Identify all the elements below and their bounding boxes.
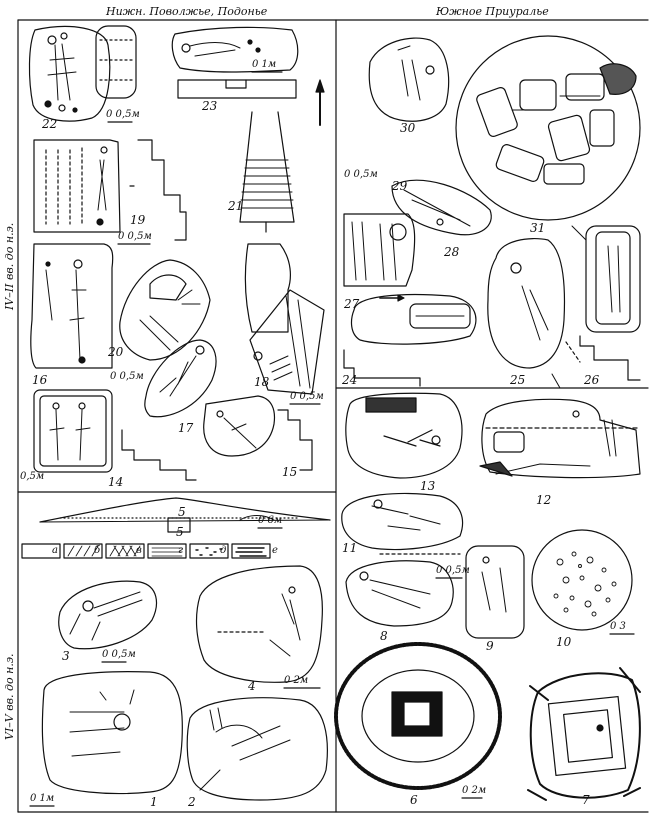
figure-17: [144, 339, 217, 418]
figure-8: [345, 560, 454, 627]
figure-number: 31: [530, 221, 546, 235]
legend-letter: е: [272, 545, 278, 556]
figure-22: [28, 25, 137, 123]
figure-25: [487, 237, 581, 389]
figure-9: [435, 545, 525, 639]
figure-6: [334, 642, 502, 799]
scale-label: 0 2м: [462, 785, 487, 796]
figure-number: 8: [380, 629, 388, 643]
period-lower: VI–V вв. до н.э.: [3, 653, 16, 740]
legend-letter: г: [178, 545, 184, 556]
figure-number: 12: [536, 493, 552, 507]
figure-number: 18: [254, 375, 270, 389]
figure-number: 20: [108, 345, 124, 359]
figure-16: [30, 243, 114, 369]
scale-label: 0 6м: [258, 515, 283, 526]
figure-2: [186, 697, 328, 801]
figure-number: 13: [420, 479, 436, 493]
figure-number: 14: [108, 475, 124, 489]
figure-number: 6: [410, 793, 418, 807]
figure-number: 16: [32, 373, 48, 387]
figure-11: [341, 492, 464, 555]
figure-number: 23: [202, 99, 218, 113]
figure-7: [527, 667, 641, 801]
legend-letter: в: [136, 545, 142, 556]
figure-number: 11: [342, 541, 358, 555]
scale-label: 0 0,5м: [290, 391, 324, 402]
figure-number: 5: [178, 505, 186, 519]
figure-number: 2: [188, 795, 196, 809]
figure-number: 27: [344, 297, 360, 311]
scale-label: 0,5м: [20, 471, 45, 482]
scale-label: 0 0,5м: [344, 169, 378, 180]
figure-14: [33, 389, 197, 481]
scale-label: 0 3: [610, 621, 626, 632]
figure-number: 24: [342, 373, 358, 387]
figure-number: 15: [282, 465, 298, 479]
figure-10: [531, 529, 635, 635]
figure-3: [58, 580, 158, 663]
figure-27: [343, 213, 416, 287]
figure-21: [239, 111, 295, 233]
north-arrow: [315, 79, 325, 126]
figure-30: [368, 37, 450, 122]
figure-number: 4: [248, 679, 256, 693]
figure-number: 26: [584, 373, 600, 387]
figure-23: [171, 26, 299, 99]
panel-frame: [17, 19, 649, 813]
figure-number: 10: [556, 635, 572, 649]
scale-label: 0 0,5м: [102, 649, 136, 660]
legend-letter: д: [220, 545, 227, 556]
figure-19: [33, 139, 187, 245]
figure-13: [345, 392, 463, 479]
figure-12: [479, 398, 641, 479]
figure-number: 5: [176, 525, 184, 539]
header-left: Нижн. Поволжье, Подонье: [106, 5, 268, 18]
header-right: Южное Приуралье: [436, 5, 549, 18]
figure-31: [455, 35, 641, 221]
figure-number: 22: [42, 117, 58, 131]
figure-number: 7: [582, 793, 590, 807]
figure-number: 19: [130, 213, 146, 227]
scale-label: 0 0,5м: [436, 565, 470, 576]
scale-label: 0 1м: [252, 59, 277, 70]
figure-number: 17: [178, 421, 194, 435]
figure-number: 21: [228, 199, 244, 213]
legend-letter: а: [52, 545, 58, 556]
figure-28-29: [391, 179, 492, 236]
scale-label: 0 1м: [30, 793, 55, 804]
scale-label: 0 0,5м: [118, 231, 152, 242]
legend-boxes: [21, 543, 271, 559]
figure-18: [244, 243, 325, 405]
scale-label: 0 2м: [284, 675, 309, 686]
period-upper: IV–II вв. до н.э.: [3, 222, 16, 310]
figure-number: 1: [150, 795, 158, 809]
figure-number: 9: [486, 639, 494, 653]
scale-label: 0 0,5м: [110, 371, 144, 382]
figure-24: [343, 293, 477, 387]
figure-number: 30: [400, 121, 416, 135]
scale-label: 0 0,5м: [106, 109, 140, 120]
figure-1: [29, 671, 183, 807]
figure-20: [119, 259, 211, 361]
figure-number: 28: [444, 245, 460, 259]
legend-letter: б: [94, 545, 101, 556]
figure-number: 29: [392, 179, 408, 193]
figure-4: [195, 565, 323, 689]
figure-number: 3: [62, 649, 70, 663]
figure-number: 25: [510, 373, 526, 387]
figure-5-section: [39, 497, 331, 533]
figure-26: [571, 225, 641, 381]
figure-15: [203, 395, 313, 471]
